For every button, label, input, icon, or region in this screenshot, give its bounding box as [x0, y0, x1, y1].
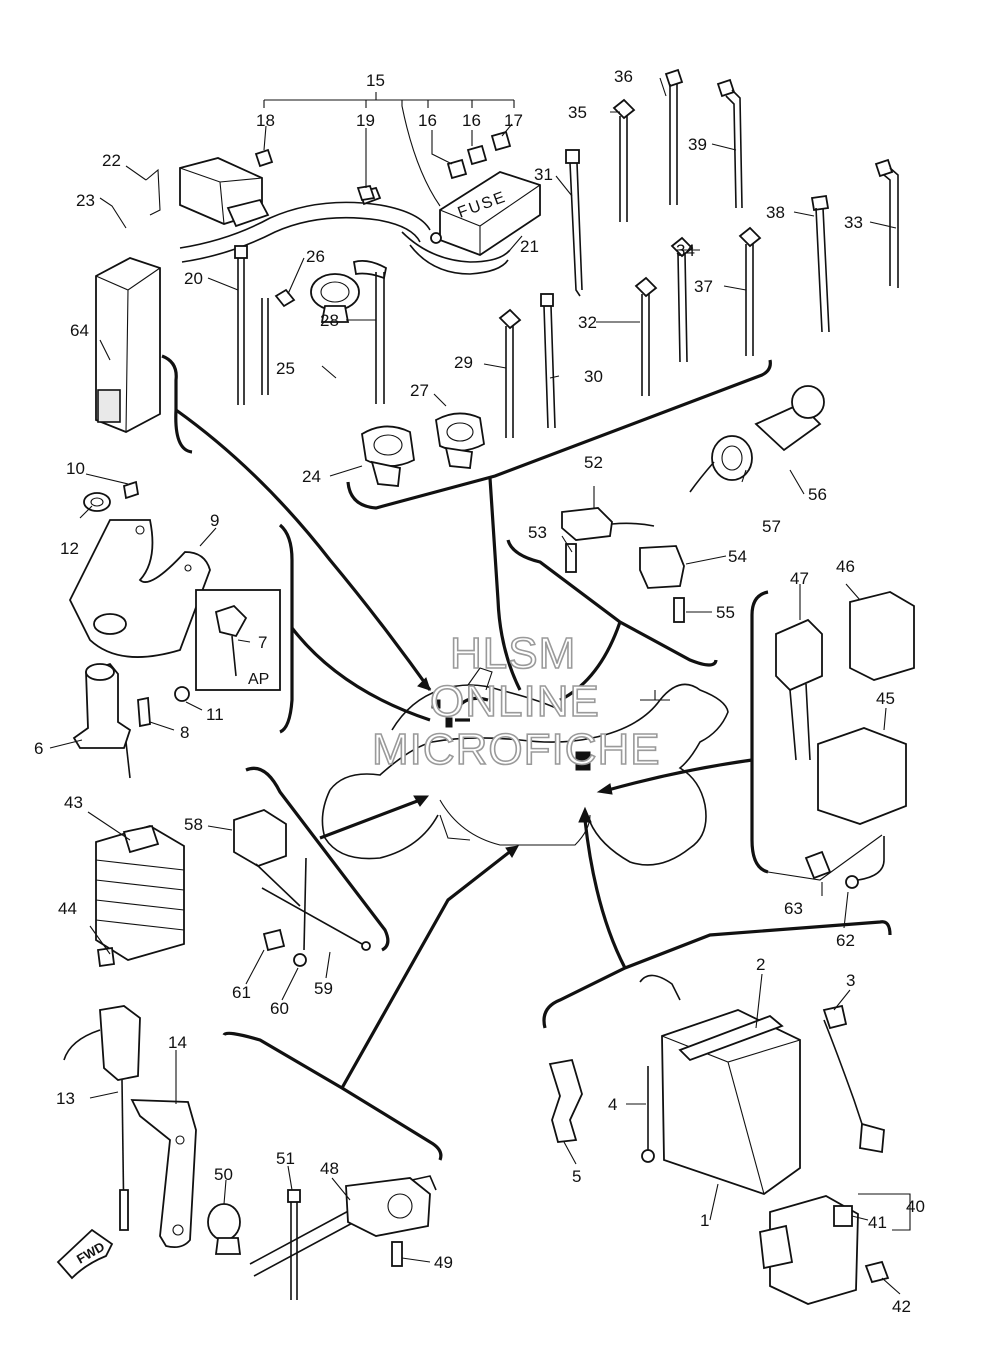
- callout-39: 39: [688, 135, 707, 154]
- watermark-line-3: MICROFICHE: [372, 725, 661, 774]
- callout-58: 58: [184, 815, 203, 834]
- callout-1: 1: [700, 1211, 709, 1230]
- callout-55: 55: [716, 603, 735, 622]
- callout-6: 6: [34, 739, 43, 758]
- callout-20: 20: [184, 269, 203, 288]
- callout-22: 22: [102, 151, 121, 170]
- sensor-group: [63, 1005, 197, 1249]
- ap-label: AP: [248, 671, 269, 688]
- callout-45: 45: [876, 689, 895, 708]
- harness-clamps: [310, 273, 485, 487]
- callout-17: 17: [504, 111, 523, 130]
- callout-31: 31: [534, 165, 553, 184]
- callout-2: 2: [756, 955, 765, 974]
- cable-ties: [234, 68, 899, 438]
- callout-5: 5: [572, 1167, 581, 1186]
- callout-29: 29: [454, 353, 473, 372]
- watermark-line-1: HLSM: [450, 629, 576, 678]
- callout-36: 36: [614, 67, 633, 86]
- rectifier-regulator: [95, 824, 185, 968]
- callout-30: 30: [584, 367, 603, 386]
- callout-7: 7: [258, 633, 267, 652]
- callout-28: 28: [320, 311, 339, 330]
- relay-group-45-47: [775, 591, 915, 825]
- callout-53: 53: [528, 523, 547, 542]
- callout-43: 43: [64, 793, 83, 812]
- callout-leader-lines: [49, 77, 911, 1295]
- callout-34: 34: [676, 241, 695, 260]
- callout-12: 12: [60, 539, 79, 558]
- callout-42: 42: [892, 1297, 911, 1316]
- harness-leader-lines: [175, 408, 753, 1089]
- callout-16b: 16: [462, 111, 481, 130]
- callout-33: 33: [844, 213, 863, 232]
- callout-9: 9: [210, 511, 219, 530]
- main-switch-assembly: AP: [68, 480, 281, 779]
- callout-3: 3: [846, 971, 855, 990]
- battery-group: [548, 974, 885, 1196]
- callout-16a: 16: [418, 111, 437, 130]
- callout-numbers: 1 2 3 4 5 6 7 8 9 10 11 12 13 14 15 16 1…: [34, 67, 925, 1316]
- watermark-line-2: ONLINE: [430, 677, 600, 726]
- callout-21: 21: [520, 237, 539, 256]
- callout-51: 51: [276, 1149, 295, 1168]
- wire-harness-assembly: FUSE: [179, 157, 541, 275]
- motorcycle-silhouette: [321, 667, 729, 866]
- callout-52: 52: [584, 453, 603, 472]
- callout-60: 60: [270, 999, 289, 1018]
- callout-4: 4: [608, 1095, 617, 1114]
- callout-24: 24: [302, 467, 321, 486]
- callout-50: 50: [214, 1165, 233, 1184]
- callout-64: 64: [70, 321, 89, 340]
- callout-8: 8: [180, 723, 189, 742]
- relay-64: [95, 257, 161, 433]
- watermark: HLSM ONLINE MICROFICHE: [371, 628, 661, 775]
- callout-37: 37: [694, 277, 713, 296]
- group-brackets: [161, 354, 892, 1161]
- callout-49: 49: [434, 1253, 453, 1272]
- callout-47: 47: [790, 569, 809, 588]
- callout-27: 27: [410, 381, 429, 400]
- callout-35: 35: [568, 103, 587, 122]
- callout-32: 32: [578, 313, 597, 332]
- switch-group-48-51: [207, 1175, 437, 1300]
- callout-26: 26: [306, 247, 325, 266]
- callout-10: 10: [66, 459, 85, 478]
- fwd-arrow: FWD: [56, 1228, 114, 1280]
- callout-56: 56: [808, 485, 827, 504]
- callout-18: 18: [256, 111, 275, 130]
- callout-63: 63: [784, 899, 803, 918]
- callout-15: 15: [366, 71, 385, 90]
- callout-62: 62: [836, 931, 855, 950]
- callout-41: 41: [868, 1213, 887, 1232]
- callout-59: 59: [314, 979, 333, 998]
- callout-54: 54: [728, 547, 747, 566]
- callout-14: 14: [168, 1033, 187, 1052]
- callout-44: 44: [58, 899, 77, 918]
- callout-57: 57: [762, 517, 781, 536]
- starter-relay-group: [759, 1195, 890, 1305]
- callout-40: 40: [906, 1197, 925, 1216]
- callout-48: 48: [320, 1159, 339, 1178]
- callout-46: 46: [836, 557, 855, 576]
- switch-group-52-57: [561, 385, 825, 623]
- callout-23: 23: [76, 191, 95, 210]
- callout-13: 13: [56, 1089, 75, 1108]
- callout-61: 61: [232, 983, 251, 1002]
- callout-11: 11: [206, 705, 224, 724]
- callout-19: 19: [356, 111, 375, 130]
- ground-parts: [804, 836, 885, 889]
- callout-38: 38: [766, 203, 785, 222]
- ignitor-group: [233, 809, 371, 967]
- callout-25: 25: [276, 359, 295, 378]
